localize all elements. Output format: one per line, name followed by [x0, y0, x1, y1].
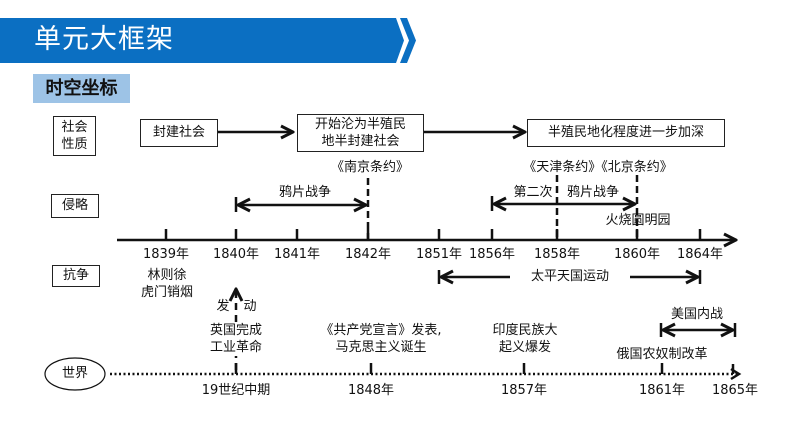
communist-manifesto-label: 《共产党宣言》发表, 马克思主义诞生 [306, 322, 456, 356]
title-banner [0, 18, 404, 63]
row-label-society-l1: 社会 [61, 120, 88, 135]
industrial-l1: 英国完成 [209, 323, 262, 338]
section-subtitle: 时空坐标 [33, 74, 130, 103]
us-civil-war-label: 美国内战 [670, 307, 723, 322]
china-tick-label: 1851年 [415, 247, 463, 262]
world-tick-label: 1857年 [500, 383, 548, 398]
nanjing-treaty-label: 《南京条约》 [330, 160, 409, 175]
china-tick-label: 1842年 [344, 247, 392, 262]
industrial-l2: 工业革命 [209, 340, 262, 355]
china-tick-label: 1858年 [533, 247, 581, 262]
row-label-resistance: 抗争 [52, 265, 100, 287]
banner-chevron [400, 18, 416, 63]
world-tick-label: 19世纪中期 [201, 383, 271, 398]
world-tick-label: 1848年 [347, 383, 395, 398]
taiping-label: 太平天国运动 [530, 269, 609, 284]
society-stage-feudal: 封建社会 [140, 119, 218, 147]
russia-reform-label: 俄国农奴制改革 [616, 347, 708, 362]
society-stage-deepening: 半殖民地化程度进一步加深 [527, 119, 725, 147]
opium-war-label: 鸦片战争 [278, 185, 331, 200]
launch-label-left: 发 [216, 299, 230, 314]
tianjin-beijing-treaty-label: 《天津条约》《北京条约》 [523, 160, 673, 175]
india-uprising-label: 印度民族大 起义爆发 [480, 322, 570, 356]
world-ellipse [44, 357, 106, 391]
society-stage-semi-colonial: 开始沦为半殖民 地半封建社会 [297, 114, 424, 152]
industrial-revolution-label: 英国完成 工业革命 [200, 322, 272, 356]
india-l2: 起义爆发 [498, 340, 551, 355]
china-tick-label: 1860年 [613, 247, 661, 262]
second-war-label-2: 鸦片战争 [566, 185, 619, 200]
manifesto-l1: 《共产党宣言》发表, [320, 323, 442, 338]
china-tick-label: 1839年 [142, 247, 190, 262]
lin-zexu-l1: 林则徐 [147, 268, 187, 283]
china-tick-label: 1841年 [273, 247, 321, 262]
semi-colonial-l1: 开始沦为半殖民 [314, 117, 406, 132]
second-war-label-1: 第二次 [513, 185, 553, 200]
lin-zexu-label: 林则徐 虎门销烟 [135, 267, 199, 301]
manifesto-l2: 马克思主义诞生 [335, 340, 427, 355]
burn-palace-label: 火烧圆明园 [605, 213, 671, 228]
row-label-invasion: 侵略 [51, 194, 99, 218]
launch-label-right: 动 [243, 299, 257, 314]
world-tick-label: 1865年 [711, 383, 759, 398]
china-tick-label: 1864年 [676, 247, 724, 262]
row-label-society: 社会 性质 [53, 116, 96, 156]
row-label-world: 世界 [61, 366, 88, 381]
world-tick-label: 1861年 [638, 383, 686, 398]
page-title: 单元大框架 [34, 24, 174, 55]
semi-colonial-l2: 地半封建社会 [321, 134, 400, 149]
lin-zexu-l2: 虎门销烟 [140, 285, 193, 300]
china-tick-label: 1856年 [468, 247, 516, 262]
row-label-society-l2: 性质 [61, 137, 88, 152]
china-tick-label: 1840年 [212, 247, 260, 262]
india-l1: 印度民族大 [492, 323, 558, 338]
section-subtitle-text: 时空坐标 [45, 78, 118, 99]
